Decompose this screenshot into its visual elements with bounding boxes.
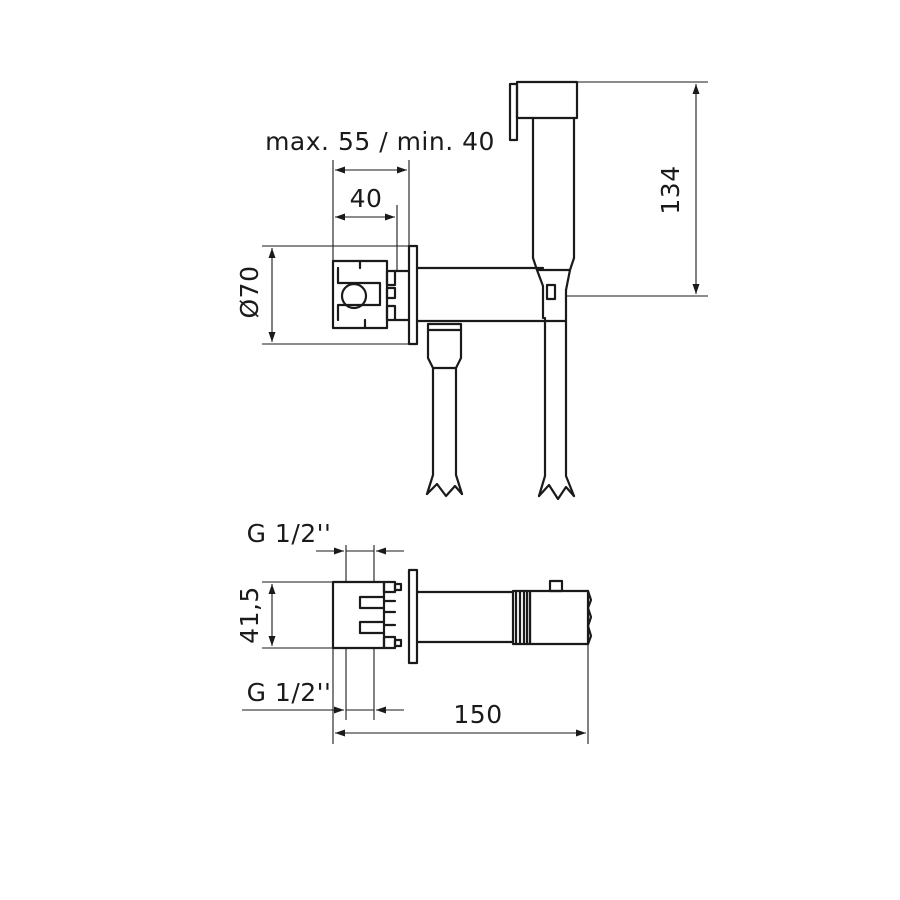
side-view [331,568,593,665]
shower-handle-neck [531,256,576,320]
hose-right-break [537,483,576,501]
shower-head-cap [515,80,579,120]
dim-40-label: 40 [350,184,383,213]
side-box-inner [358,595,386,635]
side-arm [415,590,515,644]
dim-d70-label: Ø70 [235,266,264,319]
front-dimensions: 134 Ø70 max. 55 / min. 40 40 [235,81,708,345]
side-flange [407,568,419,665]
side-dimensions: G 1/2'' 41,5 G 1/2'' 150 [235,519,589,744]
dim-thread-bottom-label: G 1/2'' [247,678,332,707]
side-stub-top [393,582,403,592]
box-tab-mid [385,286,397,300]
side-box [331,580,386,650]
box-tab-bot [385,304,397,322]
inwall-box-valve [340,282,368,310]
side-connector-bot [382,635,397,650]
box-tab-top [385,269,397,287]
side-stub-bot [393,638,403,648]
shower-head-clip [508,82,519,142]
dim-134-label: 134 [656,165,685,214]
dim-wall-depth-label: max. 55 / min. 40 [265,127,495,156]
side-holder-detail [586,589,593,646]
hose-left-break [425,482,464,498]
side-holder-pin [548,579,564,593]
side-holder [528,589,590,646]
hose-nut [426,322,463,370]
hose-right [537,316,576,498]
front-view [331,80,579,501]
holder-arm [415,266,568,323]
shower-handle [531,116,576,260]
inwall-box-inner [336,259,382,330]
dim-thread-top-label: G 1/2'' [247,519,332,548]
hose-left [425,366,464,496]
side-connector-top [382,580,397,594]
dim-415-label: 41,5 [235,586,264,644]
dim-150-label: 150 [453,700,502,729]
box-flange-link [393,269,411,322]
wall-flange [407,244,419,346]
holder-connector [545,283,557,301]
